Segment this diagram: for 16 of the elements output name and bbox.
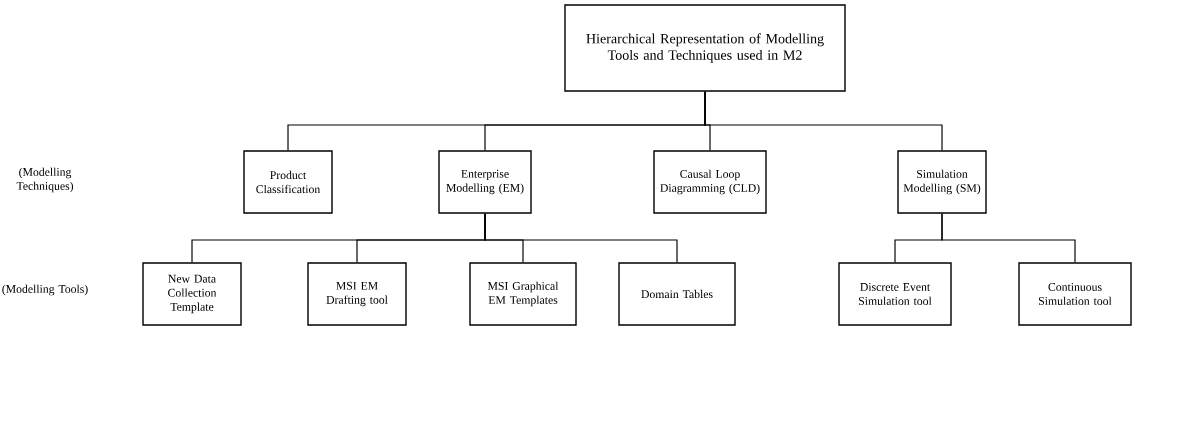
hierarchy-box: MSI EM Drafting tool	[307, 262, 407, 326]
title-box: Hierarchical Representation of Modelling Tools and Techniques used in M2	[564, 4, 846, 92]
hierarchy-box: Domain Tables	[618, 262, 736, 326]
hierarchy-box: New Data Collection Template	[142, 262, 242, 326]
level-label: (Modelling Techniques)	[16, 167, 74, 193]
hierarchy-box: Enterprise Modelling (EM)	[438, 150, 532, 214]
hierarchy-box: MSI Graphical EM Templates	[469, 262, 577, 326]
connector-line	[941, 213, 1076, 263]
hierarchy-box: Product Classification	[243, 150, 333, 214]
hierarchy-box: Discrete Event Simulation tool	[838, 262, 952, 326]
hierarchy-box: Causal Loop Diagramming (CLD)	[653, 150, 767, 214]
hierarchy-box: Continuous Simulation tool	[1018, 262, 1132, 326]
level-label: (Modelling Tools)	[2, 284, 88, 296]
connector-line	[484, 213, 678, 263]
hierarchy-box: Simulation Modelling (SM)	[897, 150, 987, 214]
connector-line	[704, 91, 943, 151]
